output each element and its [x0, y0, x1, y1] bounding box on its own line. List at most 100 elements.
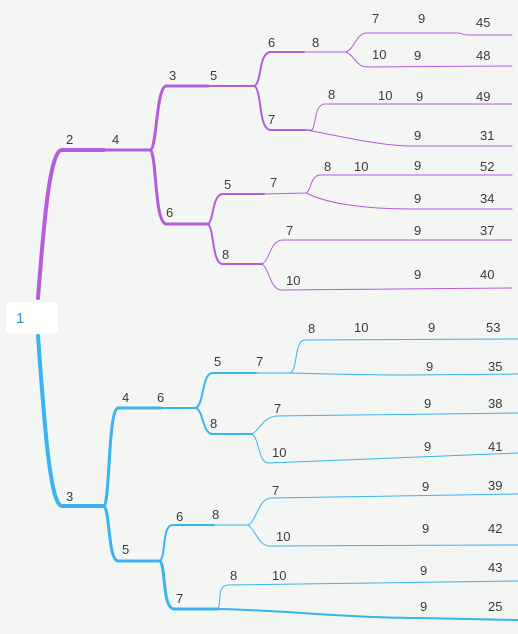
node-label[interactable]: 5 — [224, 177, 232, 192]
leaf-value[interactable]: 49 — [476, 89, 491, 104]
node-label[interactable]: 3 — [169, 68, 177, 83]
node-label[interactable]: 10 — [354, 159, 369, 174]
node-label[interactable]: 2 — [66, 132, 74, 147]
leaf-value[interactable]: 43 — [488, 560, 503, 575]
leaf-value[interactable]: 52 — [480, 159, 495, 174]
leaf-value[interactable]: 41 — [488, 439, 503, 454]
connector-7-9 — [305, 129, 513, 147]
node-label[interactable]: 9 — [420, 563, 428, 578]
connector-7-8c — [255, 338, 518, 374]
node-label[interactable]: 9 — [414, 158, 422, 173]
leaf-value[interactable]: 25 — [488, 599, 503, 614]
node-label[interactable]: 9 — [416, 89, 424, 104]
connector-5-7c — [158, 559, 220, 611]
connector-8-7d — [213, 493, 518, 526]
connector-4-3 — [102, 84, 210, 152]
node-label[interactable]: 4 — [112, 132, 120, 147]
node-label[interactable]: 9 — [414, 128, 422, 143]
node-label[interactable]: 9 — [426, 359, 434, 374]
connector-7-9c — [289, 372, 518, 376]
node-label[interactable]: 8 — [212, 507, 220, 522]
node-label[interactable]: 7 — [270, 175, 278, 190]
node-label[interactable]: 10 — [276, 529, 291, 544]
node-label[interactable]: 3 — [66, 489, 74, 504]
node-label[interactable]: 8 — [312, 35, 320, 50]
connector-7-9b — [305, 192, 513, 210]
node-label[interactable]: 7 — [176, 591, 184, 606]
connector-8-10d — [247, 524, 518, 547]
connector-6-5c — [159, 372, 257, 409]
connector-5-6 — [207, 51, 305, 87]
node-label[interactable]: 7 — [268, 112, 276, 127]
connector-5-7 — [253, 85, 307, 131]
node-label[interactable]: 10 — [272, 445, 287, 460]
node-label[interactable]: 9 — [422, 479, 430, 494]
node-label[interactable]: 7 — [256, 354, 264, 369]
node-label[interactable]: 5 — [214, 354, 222, 369]
connector-7-8b — [263, 174, 513, 195]
connector-3-5 — [102, 504, 162, 563]
node-label[interactable]: 10 — [372, 47, 387, 62]
node-label[interactable]: 4 — [122, 390, 130, 405]
node-label[interactable]: 9 — [428, 320, 436, 335]
node-label[interactable]: 7 — [272, 483, 280, 498]
node-label[interactable]: 6 — [176, 509, 184, 524]
connector-8-10 — [345, 51, 513, 68]
node-label[interactable]: 8 — [308, 321, 316, 336]
leaf-value[interactable]: 31 — [480, 128, 495, 143]
leaf-value[interactable]: 53 — [486, 320, 501, 335]
node-label[interactable]: 10 — [354, 320, 369, 335]
leaf-value[interactable]: 42 — [488, 521, 503, 536]
node-label[interactable]: 9 — [418, 11, 426, 26]
node-label[interactable]: 5 — [210, 68, 218, 83]
root-label: 1 — [16, 310, 25, 327]
leaf-value[interactable]: 40 — [480, 267, 495, 282]
connector-6-8c — [195, 407, 253, 435]
node-label[interactable]: 5 — [122, 542, 130, 557]
connector-7-8d — [217, 580, 518, 610]
node-label[interactable]: 7 — [274, 401, 282, 416]
node-label[interactable]: 9 — [414, 48, 422, 63]
leaf-value[interactable]: 45 — [476, 15, 491, 30]
node-label[interactable]: 10 — [286, 273, 301, 288]
node-label[interactable]: 9 — [424, 396, 432, 411]
node-label[interactable]: 8 — [328, 87, 336, 102]
node-label[interactable]: 9 — [414, 267, 422, 282]
node-label[interactable]: 9 — [422, 521, 430, 536]
node-label[interactable]: 8 — [222, 247, 230, 262]
leaf-value[interactable]: 48 — [476, 48, 491, 63]
node-label[interactable]: 10 — [272, 568, 287, 583]
connector-6-5 — [207, 193, 265, 225]
node-label[interactable]: 7 — [372, 11, 380, 26]
node-label[interactable]: 6 — [166, 205, 174, 220]
connector-8-7b — [261, 239, 513, 265]
connector-8-7c — [251, 412, 518, 435]
leaf-value[interactable]: 37 — [480, 223, 495, 238]
node-label[interactable]: 9 — [414, 191, 422, 206]
connector-7-9d — [217, 608, 518, 621]
connector-6-8 — [207, 223, 263, 265]
leaf-value[interactable]: 35 — [488, 359, 503, 374]
root-node[interactable]: 1 — [6, 302, 58, 334]
connector-8-7 — [303, 32, 513, 53]
node-label[interactable]: 6 — [268, 35, 276, 50]
connector-8-10b — [261, 263, 513, 291]
node-label[interactable]: 9 — [424, 439, 432, 454]
node-label[interactable]: 9 — [420, 599, 428, 614]
connector-7-8 — [305, 103, 513, 131]
node-label[interactable]: 10 — [378, 88, 393, 103]
connector-8-10c — [251, 433, 518, 464]
node-label[interactable]: 8 — [324, 159, 332, 174]
leaf-value[interactable]: 38 — [488, 396, 503, 411]
node-label[interactable]: 6 — [157, 390, 165, 405]
connector-4-6 — [148, 148, 210, 226]
connector-5-6c — [159, 524, 215, 562]
node-label[interactable]: 9 — [414, 223, 422, 238]
node-label[interactable]: 7 — [286, 223, 294, 238]
leaf-value[interactable]: 39 — [488, 478, 503, 493]
leaf-value[interactable]: 34 — [480, 191, 495, 206]
node-label[interactable]: 8 — [210, 416, 218, 431]
node-label[interactable]: 8 — [230, 568, 238, 583]
